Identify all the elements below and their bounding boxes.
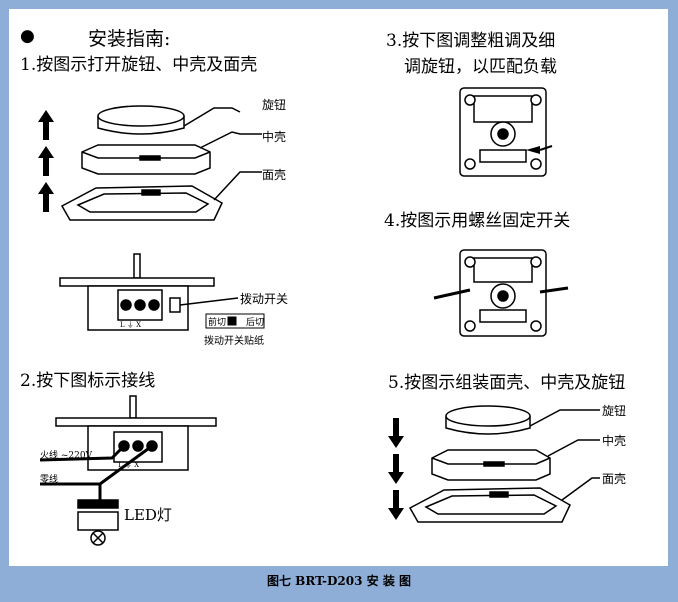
down-arrows [388,418,404,520]
screws [433,286,569,300]
step-3-heading: 3.按下图调整粗调及细 [386,31,556,51]
device-wiring-view [55,395,217,471]
step-4-heading: 4.按图示用螺丝固定开关 [384,211,571,231]
middle-shell-label: 中壳 [262,130,287,144]
led-lamp [77,499,119,546]
toggle-switch-label: 拨动开关 [240,292,289,306]
bullet-icon: ● [20,26,35,46]
guide-title: 安装指南: [88,28,171,50]
up-arrows [38,110,54,212]
toggle-sticker [205,313,265,329]
module-front-step3 [459,87,547,177]
step-3-heading-line2: 调旋钮，以匹配负载 [404,57,557,77]
face-shell-step5 [408,487,571,523]
knob-label: 旋钮 [262,98,287,112]
neutral-wire-label: 零线 [40,475,59,485]
module-front-step4 [459,249,547,337]
step5-face-label: 面壳 [602,472,627,486]
knob-step5 [445,405,531,435]
middle-shell-step5 [431,449,551,481]
step5-knob-label: 旋钮 [602,404,627,418]
knob-step1 [97,105,185,135]
face-shell-step1 [60,185,223,221]
terminal-markings-1: L ⏚ X [120,321,142,329]
sticker-left-label: 前切 [208,318,227,328]
step-5-heading: 5.按图示组装面壳、中壳及旋钮 [388,373,626,393]
step-2-heading: 2.按下图标示接线 [20,371,156,391]
figure-caption: 图七 BRT-D203 安 装 图 [267,574,411,588]
device-side-view [59,253,215,331]
terminal-markings-2: L ⏚ X [118,461,140,469]
middle-shell-step1 [81,144,211,175]
step-1-heading: 1.按图示打开旋钮、中壳及面壳 [20,55,258,75]
live-wire-label: 火线 ~220V [40,451,93,461]
step5-middle-label: 中壳 [602,434,627,448]
toggle-sticker-label: 拨动开关贴纸 [204,336,264,347]
led-lamp-label: LED灯 [124,506,172,524]
face-shell-label: 面壳 [262,168,287,182]
sticker-right-label: 后切 [246,318,265,328]
wires [39,444,153,500]
